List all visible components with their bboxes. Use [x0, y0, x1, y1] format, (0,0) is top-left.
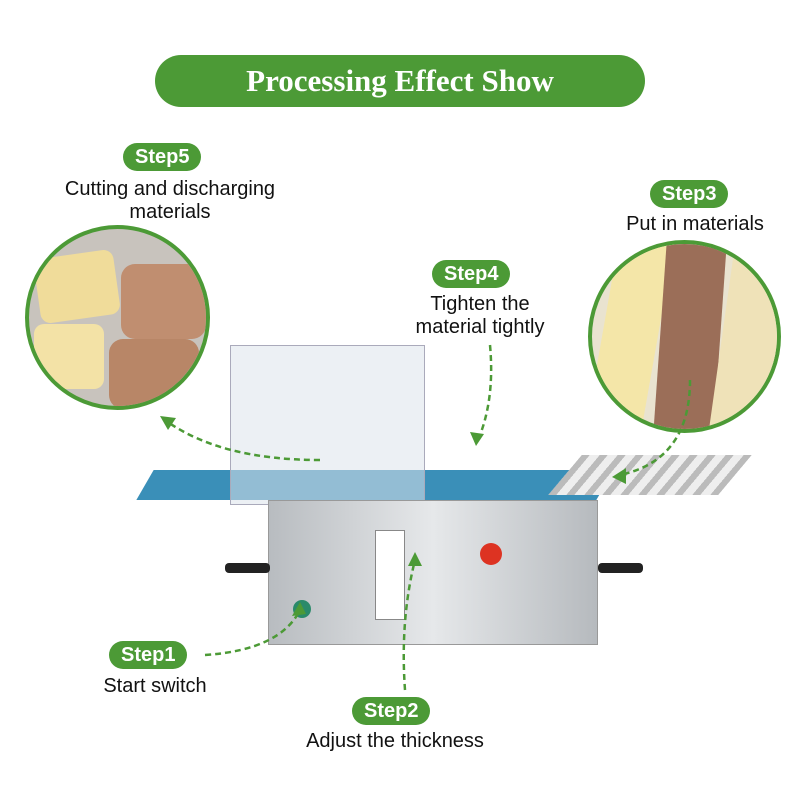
step3-label: Put in materials	[626, 213, 764, 235]
title-banner: Processing Effect Show	[155, 55, 645, 107]
dough-image	[588, 240, 781, 433]
arrow-step4	[476, 344, 493, 441]
step3-badge: Step3	[650, 180, 729, 208]
step2-label: Adjust the thickness	[306, 730, 484, 752]
cookies-image	[25, 225, 210, 410]
step5-badge: Step5	[123, 143, 202, 171]
step1-badge: Step1	[109, 641, 188, 669]
step2-badge: Step2	[352, 697, 431, 725]
step4-badge: Step4	[432, 260, 511, 288]
step4-label: Tighten the material tightly	[415, 293, 545, 338]
step5-label: Cutting and discharging materials	[64, 178, 276, 223]
step1-label: Start switch	[103, 675, 207, 697]
